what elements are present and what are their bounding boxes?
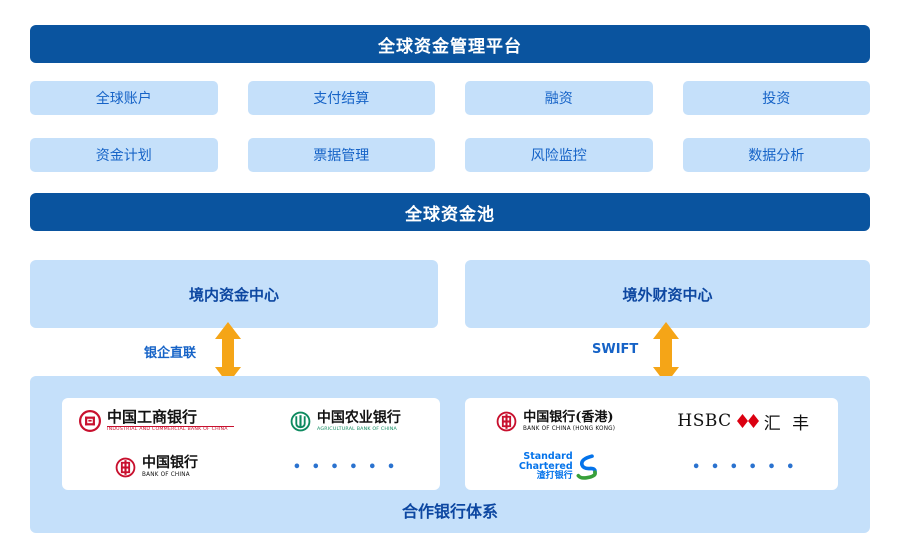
- sc-line2: Chartered: [518, 461, 573, 473]
- icbc-logo-text: 中国工商银行 INDUSTRIAL AND COMMERCIAL BANK OF…: [106, 408, 235, 432]
- hub-panel-offshore[interactable]: 境外财资中心: [465, 260, 870, 328]
- abc-logo-icon: [290, 411, 311, 431]
- hub-panel-domestic[interactable]: 境内资金中心: [30, 260, 438, 328]
- bank-logo-boc-hongkong: 中国银行(香港) BANK OF CHINA (HONG KONG): [496, 411, 620, 432]
- module-tile-fund-planning[interactable]: 资金计划: [30, 138, 218, 172]
- module-tile-data-analytics[interactable]: 数据分析: [682, 138, 870, 172]
- ellipsis-dots-icon: • • • • • •: [692, 459, 798, 475]
- platform-title-banner: 全球资金管理平台: [30, 25, 870, 63]
- standard-chartered-text: Standard Chartered 渣打银行: [518, 450, 573, 482]
- boc-logo-text: 中国银行 BANK OF CHINA: [142, 456, 198, 478]
- sc-name-cn: 渣打银行: [536, 471, 573, 482]
- icbc-name-en: INDUSTRIAL AND COMMERCIAL BANK OF CHINA: [106, 426, 228, 432]
- hub-title-offshore: 境外财资中心: [622, 286, 713, 304]
- connector-label-bank-enterprise-link: 银企直联: [144, 346, 197, 361]
- module-tile-bill-management[interactable]: 票据管理: [247, 138, 435, 172]
- boc-hk-name-en: BANK OF CHINA (HONG KONG): [523, 424, 616, 432]
- bank-logo-standard-chartered: Standard Chartered 渣打银行: [518, 450, 598, 482]
- connector-label-swift: SWIFT: [592, 342, 639, 357]
- bank-section-title: 合作银行体系: [401, 502, 498, 521]
- hsbc-name-cn: 汇 丰: [763, 413, 813, 434]
- hsbc-logo-icon: [736, 414, 759, 428]
- bank-logo-icbc: 中国工商银行 INDUSTRIAL AND COMMERCIAL BANK OF…: [78, 408, 235, 432]
- sc-line1: Standard: [523, 450, 573, 462]
- hub-title-domestic: 境内资金中心: [188, 286, 279, 304]
- boc-hk-logo-text: 中国银行(香港) BANK OF CHINA (HONG KONG): [523, 411, 620, 432]
- hsbc-name-en: HSBC: [677, 411, 732, 431]
- domestic-bank-logo-grid: 中国工商银行 INDUSTRIAL AND COMMERCIAL BANK OF…: [62, 398, 440, 490]
- module-label: 全球账户: [95, 91, 152, 107]
- module-tile-financing[interactable]: 融资: [465, 81, 653, 115]
- boc-logo-icon: [115, 457, 136, 477]
- module-grid: 全球账户 支付结算 融资 投资 资金计划 票据管理 风险监控 数据分析: [30, 81, 870, 172]
- bank-logo-hsbc: HSBC 汇 丰: [677, 409, 812, 434]
- module-tile-risk-monitoring[interactable]: 风险监控: [465, 138, 653, 172]
- module-label: 支付结算: [313, 91, 370, 107]
- boc-name-cn: 中国银行: [142, 455, 198, 471]
- module-tile-global-account[interactable]: 全球账户: [30, 81, 218, 115]
- module-label: 数据分析: [748, 148, 805, 164]
- offshore-more-banks: • • • • • •: [692, 460, 797, 475]
- bank-logo-abc: 中国农业银行 AGRICULTURAL BANK OF CHINA: [290, 411, 401, 432]
- double-arrow-vertical-icon: [653, 322, 679, 384]
- platform-title-text: 全球资金管理平台: [378, 36, 522, 57]
- module-label: 票据管理: [313, 148, 370, 164]
- icbc-name-cn: 中国工商银行: [106, 408, 197, 426]
- bank-card-offshore: 中国银行(香港) BANK OF CHINA (HONG KONG) HSBC …: [465, 398, 838, 490]
- module-tile-investment[interactable]: 投资: [682, 81, 870, 115]
- partner-bank-section: 中国工商银行 INDUSTRIAL AND COMMERCIAL BANK OF…: [30, 376, 870, 533]
- domestic-more-banks: • • • • • •: [293, 460, 398, 475]
- global-fund-pool-banner: 全球资金池: [30, 193, 870, 231]
- abc-name-en: AGRICULTURAL BANK OF CHINA: [316, 425, 397, 432]
- module-label: 资金计划: [95, 148, 152, 164]
- standard-chartered-logo-icon: [576, 454, 597, 480]
- bank-logo-boc: 中国银行 BANK OF CHINA: [115, 456, 198, 478]
- module-label: 融资: [544, 91, 573, 107]
- pool-title-text: 全球资金池: [405, 204, 495, 225]
- module-label: 风险监控: [530, 148, 587, 164]
- double-arrow-vertical-icon: [215, 322, 241, 384]
- boc-hk-logo-icon: [496, 411, 517, 431]
- ellipsis-dots-icon: • • • • • •: [292, 459, 399, 475]
- abc-logo-text: 中国农业银行 AGRICULTURAL BANK OF CHINA: [317, 411, 401, 432]
- module-label: 投资: [762, 91, 791, 107]
- bank-card-domestic: 中国工商银行 INDUSTRIAL AND COMMERCIAL BANK OF…: [62, 398, 440, 490]
- boc-hk-name-cn: 中国银行(香港): [523, 409, 614, 425]
- module-tile-payment-settlement[interactable]: 支付结算: [247, 81, 435, 115]
- offshore-bank-logo-grid: 中国银行(香港) BANK OF CHINA (HONG KONG) HSBC …: [465, 398, 838, 490]
- abc-name-cn: 中国农业银行: [316, 409, 401, 426]
- boc-name-en: BANK OF CHINA: [142, 471, 190, 478]
- icbc-logo-icon: [78, 410, 101, 432]
